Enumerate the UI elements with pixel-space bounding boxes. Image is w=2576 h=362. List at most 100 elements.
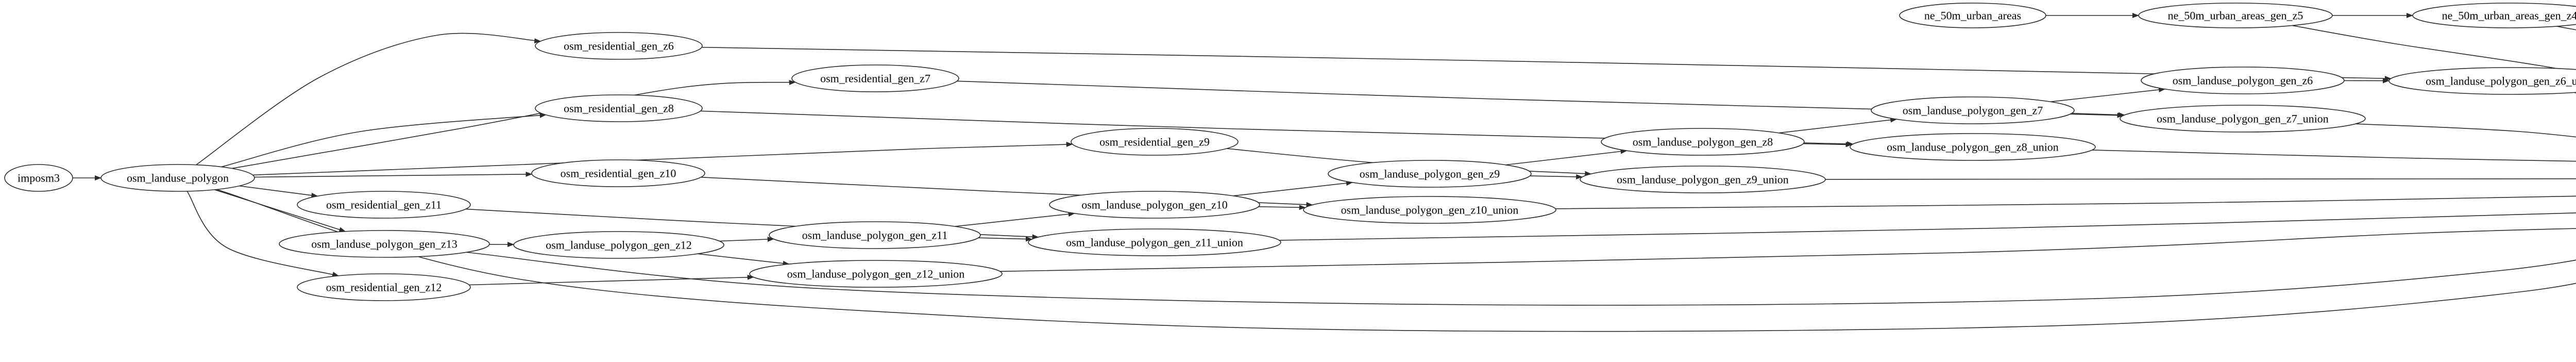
node-label-osm_landuse_polygon_gen_z6_union: osm_landuse_polygon_gen_z6_union [2426,75,2576,88]
edge-osm_landuse_polygon-to-osm_residential_gen_z8 [221,112,547,168]
edge-osm_landuse_polygon_gen_z8_union-to-layer_landuse-z8 [2092,150,2576,162]
edge-osm_residential_gen_z6-to-osm_landuse_polygon_gen_z6_union [702,46,2392,81]
node-osm_landuse_polygon: osm_landuse_polygon [100,164,255,192]
node-label-osm_residential_gen_z11: osm_residential_gen_z11 [326,199,442,211]
node-imposm3: imposm3 [4,164,73,192]
node-osm_residential_gen_z8: osm_residential_gen_z8 [535,94,703,122]
node-ellipse-osm_landuse_polygon_gen_z6 [2141,67,2345,94]
node-osm_residential_gen_z11: osm_residential_gen_z11 [297,191,471,219]
node-label-osm_residential_gen_z12: osm_residential_gen_z12 [326,281,442,294]
node-osm_residential_gen_z12: osm_residential_gen_z12 [297,273,471,301]
node-ne_50m_urban_areas: ne_50m_urban_areas [1899,3,2046,28]
node-osm_landuse_polygon_gen_z7_union: osm_landuse_polygon_gen_z7_union [2120,105,2366,133]
edge-osm_landuse_polygon_gen_z6_union-to-layer_landuse-z6 [2574,92,2576,93]
node-osm_landuse_polygon_gen_z11: osm_landuse_polygon_gen_z11 [769,221,981,249]
node-ellipse-osm_landuse_polygon_gen_z12_union [749,260,1003,288]
node-ne_50m_urban_areas_gen_z5: ne_50m_urban_areas_gen_z5 [2138,3,2333,28]
node-label-osm_landuse_polygon_gen_z11_union: osm_landuse_polygon_gen_z11_union [1066,236,1243,249]
edge-osm_landuse_polygon_gen_z12-to-osm_landuse_polygon_gen_z12_union [698,253,790,266]
node-label-osm_landuse_polygon_gen_z8_union: osm_landuse_polygon_gen_z8_union [1887,141,2059,154]
edge-osm_landuse_polygon_gen_z11-to-osm_landuse_polygon_gen_z10 [955,211,1075,227]
node-ne_50m_urban_areas_gen_z4: ne_50m_urban_areas_gen_z4 [2412,3,2576,28]
edge-osm_residential_gen_z12-to-osm_landuse_polygon_gen_z12_union [469,274,754,286]
edge-osm_landuse_polygon_gen_z8-to-osm_landuse_polygon_gen_z7 [1778,117,1897,134]
edge-ne_50m_urban_areas_gen_z5-to-layer_landuse-z5 [2292,25,2576,73]
edge-osm_landuse_polygon-to-osm_residential_gen_z11 [239,185,318,198]
node-label-osm_landuse_polygon_gen_z7: osm_landuse_polygon_gen_z7 [1903,104,2043,117]
node-label-osm_landuse_polygon_gen_z8: osm_landuse_polygon_gen_z8 [1633,136,1773,149]
node-ellipse-osm_landuse_polygon_gen_z7 [1871,96,2075,124]
node-osm_residential_gen_z9: osm_residential_gen_z9 [1071,128,1239,156]
edge-osm_landuse_polygon-to-osm_landuse_polygon_gen_z13 [214,189,346,232]
node-osm_residential_gen_z6: osm_residential_gen_z6 [535,32,703,60]
edge-osm_landuse_polygon-to-osm_residential_gen_z10 [254,171,533,178]
node-osm_landuse_polygon_gen_z8_union: osm_landuse_polygon_gen_z8_union [1850,133,2096,161]
node-ellipse-osm_landuse_polygon_gen_z8 [1601,128,1805,156]
node-label-osm_landuse_polygon_gen_z12_union: osm_landuse_polygon_gen_z12_union [787,268,965,281]
node-label-imposm3: imposm3 [18,172,60,185]
node-label-ne_50m_urban_areas: ne_50m_urban_areas [1924,9,2021,22]
node-ellipse-osm_landuse_polygon_gen_z8_union [1850,133,2096,161]
node-osm_landuse_polygon_gen_z11_union: osm_landuse_polygon_gen_z11_union [1028,228,1281,256]
node-ellipse-osm_landuse_polygon_gen_z13 [279,230,490,258]
node-ellipse-osm_landuse_polygon_gen_z12 [513,231,724,259]
node-label-ne_50m_urban_areas_gen_z4: ne_50m_urban_areas_gen_z4 [2442,9,2576,22]
node-label-osm_landuse_polygon: osm_landuse_polygon [127,172,229,185]
node-label-osm_landuse_polygon_gen_z6: osm_landuse_polygon_gen_z6 [2173,74,2313,87]
node-ellipse-osm_landuse_polygon_gen_z11_union [1028,228,1281,256]
node-label-osm_residential_gen_z8: osm_residential_gen_z8 [564,102,674,115]
edge-osm_landuse_polygon_gen_z9-to-osm_landuse_polygon_gen_z8 [1505,149,1628,166]
edge-osm_landuse_polygon_gen_z7-to-osm_landuse_polygon_gen_z6 [2050,87,2166,103]
node-osm_landuse_polygon_gen_z12: osm_landuse_polygon_gen_z12 [513,231,724,259]
edge-osm_landuse_polygon-to-osm_residential_gen_z7 [232,79,796,169]
node-osm_landuse_polygon_gen_z8: osm_landuse_polygon_gen_z8 [1601,128,1805,156]
node-label-osm_landuse_polygon_gen_z11: osm_landuse_polygon_gen_z11 [802,229,948,242]
node-label-osm_landuse_polygon_gen_z13: osm_landuse_polygon_gen_z13 [311,238,457,251]
node-ellipse-osm_residential_gen_z10 [531,159,705,187]
node-ellipse-osm_landuse_polygon_gen_z9_union [1580,166,1826,193]
node-osm_landuse_polygon_gen_z10: osm_landuse_polygon_gen_z10 [1049,191,1260,219]
node-ellipse-ne_50m_urban_areas_gen_z4 [2412,3,2576,28]
node-ellipse-ne_50m_urban_areas_gen_z5 [2138,3,2333,28]
node-osm_landuse_polygon_gen_z10_union: osm_landuse_polygon_gen_z10_union [1303,196,1556,224]
node-label-osm_landuse_polygon_gen_z10: osm_landuse_polygon_gen_z10 [1081,199,1228,211]
node-ellipse-osm_residential_gen_z9 [1071,128,1239,156]
node-label-osm_landuse_polygon_gen_z10_union: osm_landuse_polygon_gen_z10_union [1341,204,1519,217]
node-ellipse-osm_residential_gen_z11 [297,191,471,219]
node-ellipse-osm_residential_gen_z7 [791,64,959,92]
edge-osm_landuse_polygon_gen_z10_union-to-layer_landuse-z10 [1555,195,2576,209]
node-ellipse-osm_landuse_polygon_gen_z9 [1328,160,1532,188]
node-ellipse-ne_50m_urban_areas [1899,3,2046,28]
node-ellipse-osm_residential_gen_z6 [535,32,703,60]
node-ellipse-osm_landuse_polygon [100,164,255,192]
edge-osm_landuse_polygon_gen_z12_union-to-layer_landuse-z12 [999,228,2576,272]
node-osm_landuse_polygon_gen_z13: osm_landuse_polygon_gen_z13 [279,230,490,258]
node-ellipse-osm_landuse_polygon_gen_z11 [769,221,981,249]
edge-osm_landuse_polygon-to-osm_residential_gen_z12 [187,191,340,277]
node-osm_landuse_polygon_gen_z9: osm_landuse_polygon_gen_z9 [1328,160,1532,188]
node-ellipse-osm_landuse_polygon_gen_z10 [1049,191,1260,219]
node-ellipse-imposm3 [4,164,73,192]
node-osm_residential_gen_z7: osm_residential_gen_z7 [791,64,959,92]
node-label-osm_residential_gen_z10: osm_residential_gen_z10 [561,167,676,180]
edge-osm_landuse_polygon_gen_z10-to-osm_landuse_polygon_gen_z10_union [1258,205,1306,210]
node-ellipse-osm_landuse_polygon_gen_z10_union [1303,196,1556,224]
edge-osm_landuse_polygon_gen_z7_union-to-layer_landuse-z7 [2355,123,2576,138]
edge-osm_landuse_polygon_gen_z10-to-osm_landuse_polygon_gen_z9 [1233,180,1353,196]
node-label-osm_residential_gen_z9: osm_residential_gen_z9 [1099,136,1210,149]
node-osm_landuse_polygon_gen_z9_union: osm_landuse_polygon_gen_z9_union [1580,166,1826,193]
node-osm_landuse_polygon_gen_z12_union: osm_landuse_polygon_gen_z12_union [749,260,1003,288]
node-label-osm_residential_gen_z7: osm_residential_gen_z7 [820,72,930,85]
node-ellipse-osm_residential_gen_z8 [535,94,703,122]
edge-osm_landuse_polygon_gen_z13-to-layer_landuse-z13 [466,252,2576,306]
node-osm_residential_gen_z10: osm_residential_gen_z10 [531,159,705,187]
edge-osm_landuse_polygon_gen_z11-to-osm_landuse_polygon_gen_z11_union [978,236,1032,242]
node-label-osm_residential_gen_z6: osm_residential_gen_z6 [564,40,674,53]
node-label-osm_landuse_polygon_gen_z12: osm_landuse_polygon_gen_z12 [546,239,692,252]
node-osm_landuse_polygon_gen_z7: osm_landuse_polygon_gen_z7 [1871,96,2075,124]
node-ellipse-osm_landuse_polygon_gen_z7_union [2120,105,2366,133]
edge-osm_landuse_polygon_gen_z11_union-to-layer_landuse-z11 [1279,212,2576,241]
node-ellipse-osm_landuse_polygon_gen_z6_union [2388,67,2576,95]
edge-osm_landuse_polygon-to-osm_residential_gen_z9 [252,142,1073,176]
